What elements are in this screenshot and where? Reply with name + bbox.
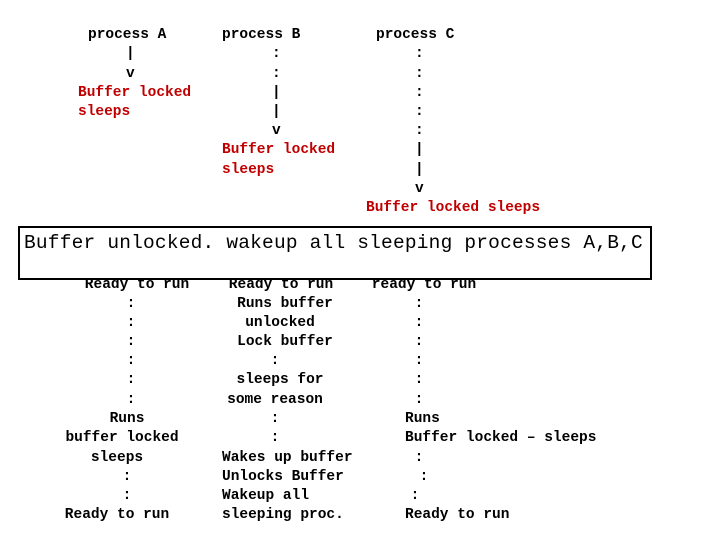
process-b-some-reason: some reason <box>227 392 323 408</box>
process-c-arrow-line: | <box>415 162 424 178</box>
process-b-lock-buffer: Lock buffer <box>237 334 333 350</box>
process-a-step: : <box>122 488 132 504</box>
process-c-step: : <box>414 372 424 388</box>
wakeup-banner: Buffer unlocked. wakeup all sleeping pro… <box>18 226 652 280</box>
process-c-ready-to-run: Ready to run <box>405 507 510 523</box>
process-b-unlocked: unlocked <box>245 315 315 331</box>
process-a-sleeps: sleeps <box>78 104 131 120</box>
process-a-buffer-locked: Buffer locked <box>78 85 192 101</box>
process-b-step: : <box>272 46 281 62</box>
process-a-ready-to-run: Ready to run <box>64 507 170 523</box>
process-a-step: : <box>126 296 136 312</box>
process-a-sleeps: sleeps <box>90 450 144 466</box>
process-a-arrow-line: | <box>126 46 135 62</box>
process-b-wakeup-all: Wakeup all <box>222 488 310 504</box>
process-c-step: : <box>415 85 424 101</box>
process-b-wakes-up-buffer: Wakes up buffer <box>222 450 353 466</box>
process-b-unlocks-buffer: Unlocks Buffer <box>222 469 344 485</box>
process-c-step: : <box>414 296 424 312</box>
process-c-arrow-line: | <box>415 142 424 158</box>
process-c-step: : <box>410 488 420 504</box>
process-a-title: process A <box>88 27 167 43</box>
process-a-step: : <box>126 315 136 331</box>
process-b-ready-to-run: Ready to run <box>228 280 334 293</box>
process-c-buffer-locked-sleeps: Buffer locked sleeps <box>366 200 541 216</box>
process-c-step: : <box>414 334 424 350</box>
process-c-title: process C <box>376 27 455 43</box>
process-b-arrow-line: | <box>272 85 281 101</box>
process-b-arrow-line: | <box>272 104 281 120</box>
process-c-buffer-locked-sleeps: Buffer locked – sleeps <box>405 430 597 446</box>
process-a-ready-to-run: Ready to run <box>84 280 190 293</box>
process-b-sleeps: sleeps <box>222 162 275 178</box>
process-c-step: : <box>414 450 424 466</box>
process-c-step: : <box>415 104 424 120</box>
process-b-sleeps-for: sleeps for <box>236 372 324 388</box>
process-b-title: process B <box>222 27 301 43</box>
process-b-step: : <box>270 411 280 427</box>
process-b-step: : <box>270 353 280 369</box>
process-b-buffer-locked: Buffer locked <box>222 142 336 158</box>
process-b-sleeping-proc: sleeping proc. <box>222 507 344 523</box>
process-c-step: : <box>419 469 429 485</box>
process-a-step: : <box>126 334 136 350</box>
process-c-step: : <box>415 66 424 82</box>
process-c-arrow-head: v <box>415 181 424 197</box>
process-b-step: : <box>272 66 281 82</box>
process-b-arrow-head: v <box>272 123 281 139</box>
process-a-step: : <box>126 392 136 408</box>
process-a-step: : <box>122 469 132 485</box>
process-c-step: : <box>415 123 424 139</box>
process-a-buffer-locked: buffer locked <box>65 430 179 446</box>
process-c-ready-to-run: ready to run <box>371 280 477 293</box>
process-c-step: : <box>414 392 424 408</box>
process-c-step: : <box>415 46 424 62</box>
process-a-step: : <box>126 353 136 369</box>
process-a-runs: Runs <box>109 411 145 427</box>
process-c-step: : <box>414 315 424 331</box>
process-a-step: : <box>126 372 136 388</box>
process-b-runs-buffer: Runs buffer <box>237 296 333 312</box>
process-b-step: : <box>270 430 280 446</box>
process-c-step: : <box>414 353 424 369</box>
process-a-arrow-head: v <box>126 66 135 82</box>
ready-row-clip: Ready to run Ready to run ready to run <box>0 280 720 294</box>
process-c-runs: Runs <box>405 411 440 427</box>
